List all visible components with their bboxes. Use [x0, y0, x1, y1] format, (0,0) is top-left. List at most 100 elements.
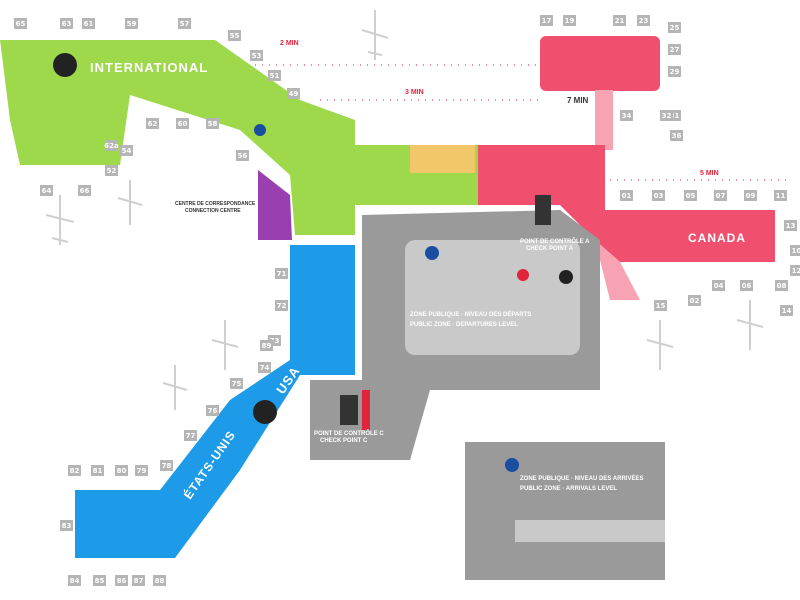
gate-57[interactable]: 57	[178, 18, 191, 29]
gate-number: 13	[786, 222, 796, 230]
gate-75[interactable]: 75	[230, 378, 243, 389]
gate-14[interactable]: 14	[780, 305, 793, 316]
gate-78[interactable]: 78	[160, 460, 173, 471]
info-icon[interactable]	[425, 246, 439, 260]
gate-49[interactable]: 49	[287, 88, 300, 99]
gate-73[interactable]: 73	[268, 335, 281, 346]
gate-12[interactable]: 12	[790, 265, 800, 276]
gate-09[interactable]: 09	[744, 190, 757, 201]
gate-number: 89	[262, 342, 272, 350]
gate-81[interactable]: 81	[91, 465, 104, 476]
zone-canada-top[interactable]	[540, 36, 660, 91]
gate-10[interactable]: 10	[790, 245, 800, 256]
connection-label-en: CONNECTION CENTRE	[185, 208, 241, 214]
gate-86[interactable]: 86	[115, 575, 128, 586]
gate-79[interactable]: 79	[135, 465, 148, 476]
gate-number: 21	[615, 17, 625, 25]
gate-17[interactable]: 17	[540, 15, 553, 26]
gate-number: 34	[622, 112, 632, 120]
lounge-icon[interactable]	[253, 400, 277, 424]
gate-63[interactable]: 63	[60, 18, 73, 29]
gate-51[interactable]: 51	[268, 70, 281, 81]
gate-64[interactable]: 64	[40, 185, 53, 196]
gate-19[interactable]: 19	[563, 15, 576, 26]
gate-60[interactable]: 60	[176, 118, 189, 129]
gate-59[interactable]: 59	[125, 18, 138, 29]
gate-number: 07	[716, 192, 726, 200]
zone-international[interactable]	[0, 40, 355, 235]
gate-number: 65	[16, 20, 26, 28]
gate-56[interactable]: 56	[236, 150, 249, 161]
gate-62[interactable]: 62	[146, 118, 159, 129]
gate-58[interactable]: 58	[206, 118, 219, 129]
gate-89[interactable]: 89	[260, 340, 273, 351]
gate-72[interactable]: 72	[275, 300, 288, 311]
gate-82[interactable]: 82	[68, 465, 81, 476]
lounge-icon[interactable]	[53, 53, 77, 77]
gate-number: 86	[117, 577, 127, 585]
gate-number: 82	[70, 467, 80, 475]
gate-71[interactable]: 71	[275, 268, 288, 279]
gate-61[interactable]: 61	[82, 18, 95, 29]
arrivals-label-fr: ZONE PUBLIQUE · NIVEAU DES ARRIVÉES	[520, 474, 643, 482]
gate-85[interactable]: 85	[93, 575, 106, 586]
gate-number: 79	[137, 467, 147, 475]
walk-time-5: 5 MIN	[700, 170, 719, 177]
gate-66[interactable]: 66	[78, 185, 91, 196]
gate-62a[interactable]: 62a	[104, 140, 119, 151]
gate-02[interactable]: 02	[688, 295, 701, 306]
zone-canada[interactable]	[478, 145, 775, 262]
gate-88[interactable]: 88	[153, 575, 166, 586]
info-icon[interactable]	[505, 458, 519, 472]
airplane-icon	[211, 320, 239, 370]
gate-03[interactable]: 03	[652, 190, 665, 201]
gate-06[interactable]: 06	[740, 280, 753, 291]
gate-number: 19	[565, 17, 575, 25]
gate-52[interactable]: 52	[105, 165, 118, 176]
info-icon[interactable]	[254, 124, 266, 136]
gate-04[interactable]: 04	[712, 280, 725, 291]
connection-centre	[258, 170, 292, 240]
gate-11[interactable]: 11	[774, 190, 787, 201]
gate-55[interactable]: 55	[228, 30, 241, 41]
gate-25[interactable]: 25	[668, 22, 681, 33]
canada-corridor	[595, 90, 613, 150]
public-zone-arrivals[interactable]	[465, 442, 665, 580]
gate-29[interactable]: 29	[668, 66, 681, 77]
gate-77[interactable]: 77	[184, 430, 197, 441]
gate-number: 12	[792, 267, 800, 275]
gate-number: 54	[122, 147, 132, 155]
gate-number: 55	[230, 32, 240, 40]
gate-07[interactable]: 07	[714, 190, 727, 201]
gate-23[interactable]: 23	[637, 15, 650, 26]
walk-time-7: 7 MIN	[567, 96, 589, 105]
gate-31[interactable]: 31	[668, 110, 681, 121]
gate-80[interactable]: 80	[115, 465, 128, 476]
gate-87[interactable]: 87	[132, 575, 145, 586]
gate-number: 29	[670, 68, 680, 76]
gate-84[interactable]: 84	[68, 575, 81, 586]
gate-76[interactable]: 76	[206, 405, 219, 416]
gate-21[interactable]: 21	[613, 15, 626, 26]
gate-54[interactable]: 54	[120, 145, 133, 156]
shop-icon[interactable]	[559, 270, 573, 284]
gate-34[interactable]: 34	[620, 110, 633, 121]
gate-32[interactable]: 32	[660, 110, 673, 121]
gate-36[interactable]: 36	[670, 130, 683, 141]
airplane-icon	[162, 365, 188, 410]
gate-27[interactable]: 27	[668, 44, 681, 55]
gate-53[interactable]: 53	[250, 50, 263, 61]
restaurant-icon[interactable]	[517, 269, 529, 281]
gate-65[interactable]: 65	[14, 18, 27, 29]
gate-13[interactable]: 13	[784, 220, 797, 231]
gate-83[interactable]: 83	[60, 520, 73, 531]
gate-74[interactable]: 74	[258, 362, 271, 373]
gate-05[interactable]: 05	[684, 190, 697, 201]
gate-number: 72	[277, 302, 287, 310]
zone-usa[interactable]	[75, 245, 355, 558]
gate-15[interactable]: 15	[654, 300, 667, 311]
gate-number: 23	[639, 17, 649, 25]
gate-01[interactable]: 01	[620, 190, 633, 201]
gate-number: 49	[289, 90, 299, 98]
gate-08[interactable]: 08	[775, 280, 788, 291]
